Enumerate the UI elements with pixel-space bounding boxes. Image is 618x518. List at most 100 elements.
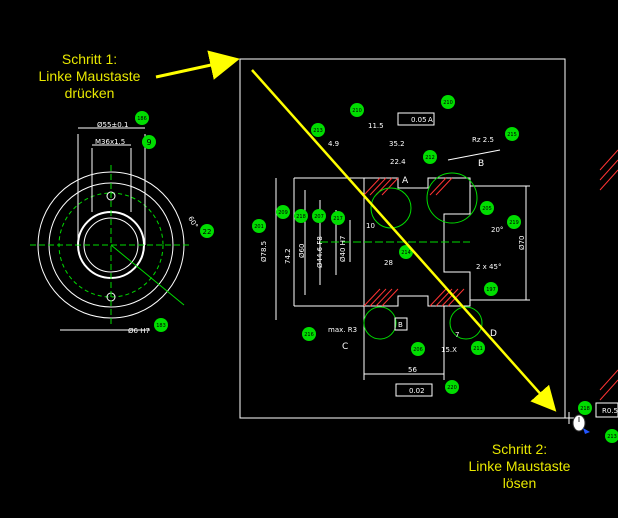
step1-arrow	[155, 50, 240, 80]
svg-text:217: 217	[333, 216, 343, 222]
dim-text: 7	[455, 331, 459, 339]
dim-text: Ø78.5	[260, 241, 268, 262]
balloon: 206	[411, 342, 425, 356]
svg-text:213: 213	[313, 128, 323, 134]
dim-text: max. R3	[328, 326, 357, 334]
dim-text: M36x1.5	[95, 138, 125, 146]
balloon: 209	[276, 205, 290, 219]
dim-text: Ø60	[298, 244, 306, 258]
svg-text:205: 205	[482, 206, 492, 212]
svg-text:210: 210	[352, 108, 362, 114]
svg-text:218: 218	[296, 214, 306, 220]
step1-annotation: Schritt 1: Linke Maustaste drücken	[22, 51, 157, 102]
dim-text: 74.2	[284, 248, 292, 264]
svg-text:219: 219	[509, 220, 519, 226]
dim-text: 56	[408, 366, 417, 374]
dim-text: 28	[384, 259, 393, 267]
svg-text:212: 212	[425, 155, 435, 161]
step1-line: drücken	[64, 85, 115, 101]
svg-text:A: A	[402, 176, 409, 186]
balloon: 207	[312, 209, 326, 223]
balloon: 220	[445, 380, 459, 394]
balloon: 215	[505, 127, 519, 141]
balloon: 212	[423, 150, 437, 164]
balloon: 183	[154, 318, 168, 332]
svg-text:22: 22	[203, 228, 212, 236]
svg-text:207: 207	[314, 214, 324, 220]
svg-text:D: D	[490, 329, 497, 339]
svg-text:B: B	[478, 159, 484, 169]
svg-text:211: 211	[473, 346, 483, 352]
balloon: 211	[471, 341, 485, 355]
svg-text:197: 197	[486, 287, 496, 293]
step1-line: Schritt 1:	[61, 51, 118, 67]
tolerance-frames: 0.05 A 0.02 B Rz 2.5 R0.5	[394, 112, 618, 415]
balloon: 218	[578, 401, 592, 415]
dim-text: R0.5	[602, 407, 618, 415]
svg-text:209: 209	[278, 210, 288, 216]
dim-text: 20°	[491, 226, 503, 234]
dim-text: 0.02	[409, 387, 425, 395]
dim-text: Ø40 H7	[339, 236, 347, 262]
balloon: 216	[302, 327, 316, 341]
svg-text:201: 201	[254, 224, 264, 230]
right-edge-fragments	[595, 402, 618, 418]
svg-text:214: 214	[401, 250, 411, 256]
dim-text: 22.4	[390, 158, 406, 166]
balloon: 9	[142, 135, 156, 149]
dim-text: 4.9	[328, 140, 339, 148]
dim-text: B	[398, 321, 403, 329]
svg-text:216: 216	[304, 332, 314, 338]
step2-annotation: Schritt 2: Linke Maustaste lösen	[452, 441, 587, 492]
balloon: 205	[480, 201, 494, 215]
svg-text:206: 206	[413, 347, 423, 353]
section-dims: 11.5 4.9 35.2 22.4 Ø78.5 74.2 Ø60 Ø44.6 …	[260, 122, 526, 374]
step2-line: lösen	[502, 475, 537, 491]
dim-text: 2 x 45°	[476, 263, 501, 271]
detail-circles	[363, 172, 483, 340]
svg-text:9: 9	[146, 138, 151, 147]
svg-text:218: 218	[580, 406, 590, 412]
dim-text: 15.X	[441, 346, 457, 354]
selection-window	[239, 58, 566, 419]
step2-line: Linke Maustaste	[468, 458, 571, 474]
mouse-cursor-icon	[563, 412, 590, 434]
step2-line: Schritt 2:	[491, 441, 548, 457]
dim-text: 11.5	[368, 122, 384, 130]
balloon: 22	[200, 224, 214, 238]
balloon: 218	[294, 209, 308, 223]
dim-text: 35.2	[389, 140, 405, 148]
svg-text:183: 183	[156, 323, 166, 329]
svg-text:213: 213	[607, 434, 617, 440]
section-view	[275, 149, 530, 380]
balloon: 219	[507, 215, 521, 229]
balloon: 213	[605, 429, 618, 443]
hatching	[363, 149, 618, 401]
dim-text: Rz 2.5	[472, 136, 494, 144]
balloon: 210	[441, 95, 455, 109]
step1-line: Linke Maustaste	[38, 68, 141, 84]
drag-direction-arrow	[251, 69, 557, 412]
dim-text: Ø6 H7	[128, 327, 150, 335]
balloon: 210	[350, 103, 364, 117]
left-view	[30, 127, 192, 331]
balloon: 217	[331, 211, 345, 225]
balloon: 186	[135, 111, 149, 125]
dim-text: 0.05	[411, 116, 427, 124]
balloon: 201	[252, 219, 266, 233]
svg-text:186: 186	[137, 116, 147, 122]
left-view-balloons: 186 9 22 183	[135, 111, 214, 332]
dim-text: 10	[366, 222, 375, 230]
dim-text: Ø44.6 F8	[316, 236, 324, 268]
section-labels: A B C D	[342, 159, 497, 352]
svg-text:210: 210	[443, 100, 453, 106]
svg-text:220: 220	[447, 385, 457, 391]
dim-text: Ø55±0.1	[97, 121, 128, 129]
section-balloons: 210 210 213 212 215 201 209 218 207 217 …	[252, 95, 618, 443]
dim-text: 60°	[186, 215, 199, 230]
balloon: 197	[484, 282, 498, 296]
balloon: 213	[311, 123, 325, 137]
dim-text: Ø70	[518, 236, 526, 250]
